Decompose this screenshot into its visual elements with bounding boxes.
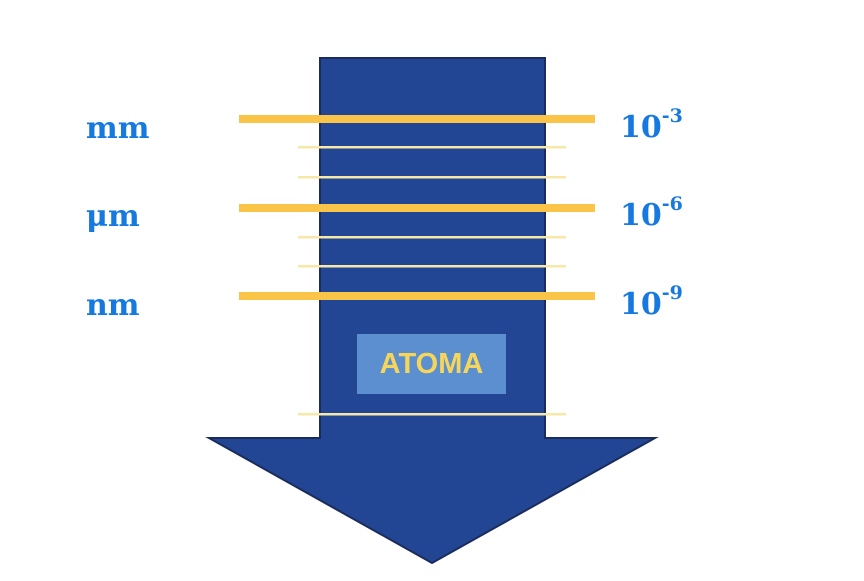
minor-line bbox=[298, 265, 566, 268]
unit-label-nm: nm bbox=[86, 288, 140, 323]
minor-line bbox=[298, 413, 566, 416]
unit-label-mm: mm bbox=[86, 111, 150, 146]
down-arrow-shape bbox=[205, 57, 659, 565]
power-base: 10 bbox=[620, 198, 662, 233]
unit-label-um: μm bbox=[86, 199, 140, 234]
power-label-nm: 10-9 bbox=[620, 284, 683, 323]
power-label-mm: 10-3 bbox=[620, 107, 683, 146]
minor-line bbox=[298, 146, 566, 149]
power-base: 10 bbox=[620, 287, 662, 322]
atoma-label: ATOMA bbox=[379, 347, 484, 380]
major-line-mm bbox=[239, 115, 595, 123]
power-label-um: 10-6 bbox=[620, 195, 683, 234]
power-exponent: -3 bbox=[661, 105, 683, 127]
power-exponent: -6 bbox=[661, 193, 683, 215]
major-line-um bbox=[239, 204, 595, 212]
power-base: 10 bbox=[620, 110, 662, 145]
minor-line bbox=[298, 236, 566, 239]
minor-line bbox=[298, 176, 566, 179]
major-line-nm bbox=[239, 292, 595, 300]
power-exponent: -9 bbox=[661, 282, 683, 304]
atoma-box: ATOMA bbox=[357, 334, 506, 394]
